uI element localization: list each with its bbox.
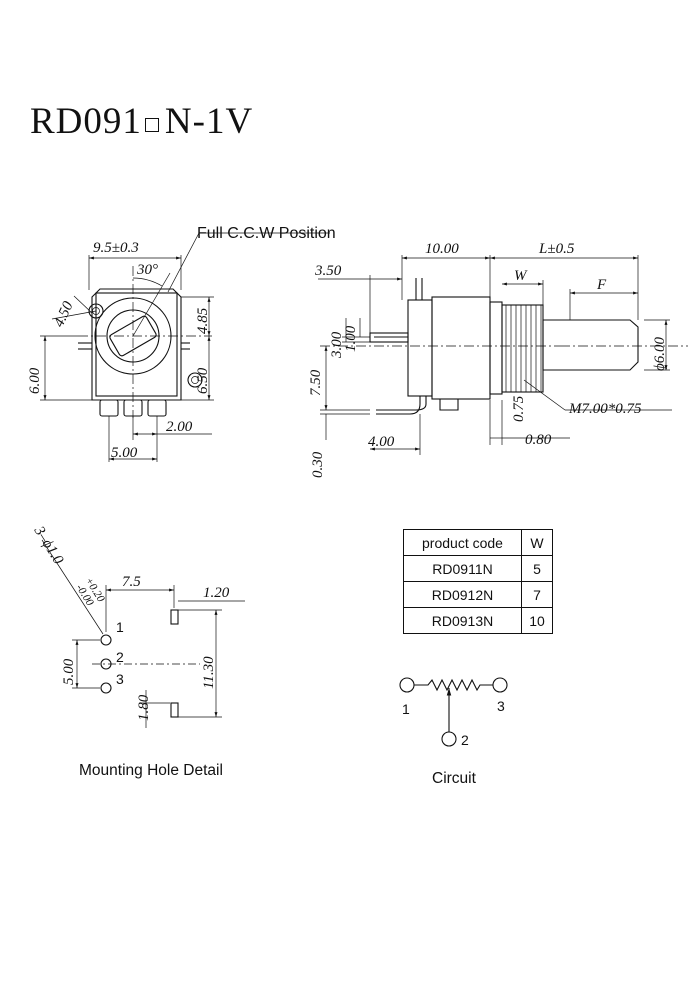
cell-code: RD0913N	[403, 607, 522, 634]
dim-left-label: 6.00	[27, 367, 43, 394]
dim-angle-label: 30°	[136, 262, 158, 278]
dim-width-label: 9.5±0.3	[93, 240, 139, 256]
side-top-tab	[415, 278, 423, 300]
side-flange	[489, 301, 503, 395]
dim-slot-span-label: 11.30	[201, 656, 217, 689]
circuit-terminal-3	[492, 677, 508, 693]
dim-diag-label: 4.50	[51, 299, 77, 330]
table-header-row: product code W	[403, 529, 553, 556]
product-code-table: product code W RD0911N 5 RD0912N 7 RD091…	[403, 529, 553, 634]
front-terminal-1	[99, 399, 119, 417]
dim-h1-label: 1.00	[343, 325, 359, 352]
table-row: RD0912N 7	[403, 581, 553, 608]
dim-hole-span-label: 5.00	[61, 658, 77, 685]
front-mount-hole-bottom-inner	[191, 376, 199, 384]
dim-slot-w-label: 1.20	[203, 585, 230, 601]
circuit-pin-1: 1	[402, 701, 410, 717]
front-terminal-3	[147, 399, 167, 417]
side-rear-cover	[407, 299, 433, 397]
dim-span-label: 5.00	[111, 445, 138, 461]
dim-slot-h-label: 1.80	[136, 694, 152, 721]
front-mount-hole-top	[88, 303, 104, 319]
cell-w: 10	[521, 607, 553, 634]
mounting-caption: Mounting Hole Detail	[79, 762, 223, 779]
dim-base-label: 4.00	[368, 434, 395, 450]
slot-top	[170, 609, 179, 625]
front-view: Full C.C.W Position 9.5±0.3 30° 4.50 4.8…	[27, 225, 336, 462]
cell-w: 7	[521, 581, 553, 608]
side-shaft	[542, 319, 639, 371]
dim-diag	[51, 310, 97, 320]
dim-h030-label: 0.30	[310, 451, 326, 478]
dim-dia-label: ϕ6.00	[652, 336, 668, 371]
dim-body-label: 10.00	[425, 241, 459, 257]
table-row: RD0911N 5	[403, 555, 553, 582]
ccw-leader	[167, 232, 200, 293]
hole-3	[100, 682, 112, 694]
front-mount-hole-top-inner	[92, 307, 100, 315]
dim-v075-label: 0.75	[511, 395, 527, 422]
dim-pin-offset-label: 3.50	[314, 263, 342, 279]
dim-gap-label: 0.80	[525, 432, 552, 448]
header-w: W	[521, 529, 553, 556]
holes-leader	[41, 539, 104, 635]
side-thread	[505, 305, 542, 392]
dim-w-label: W	[514, 268, 528, 284]
model-suffix: N-1V	[164, 101, 254, 142]
cell-code: RD0912N	[403, 581, 522, 608]
circuit-caption: Circuit	[432, 770, 477, 787]
dim-diag-ext	[73, 295, 93, 314]
circuit-terminal-2	[441, 731, 457, 747]
slot-bottom	[170, 702, 179, 718]
dim-right-bottom-label: 6.50	[195, 367, 211, 394]
side-body	[431, 296, 491, 400]
table-row: RD0913N 10	[403, 607, 553, 634]
model-code: RD091	[30, 101, 142, 142]
mount-pin-3: 3	[116, 671, 124, 687]
hole-1	[100, 634, 112, 646]
cell-w: 5	[521, 555, 553, 582]
dim-h3-label: 3.00	[329, 331, 345, 359]
circuit-terminal-1	[399, 677, 415, 693]
dim-f-label: F	[596, 277, 607, 293]
header-product-code: product code	[403, 529, 522, 556]
page-title: RD091 N-1V	[30, 100, 253, 143]
ccw-label: Full C.C.W Position	[197, 225, 336, 242]
side-view: 10.00 L±0.5 3.50 W F 3.00 1.00 7.50 0.30…	[308, 241, 688, 478]
angle-arc	[132, 277, 163, 287]
side-bushing	[501, 304, 544, 393]
dim-h-spacing-label: 7.5	[122, 574, 141, 590]
circuit-pin-3: 3	[497, 698, 505, 714]
variant-box	[144, 118, 159, 132]
circuit-pin-2: 2	[461, 732, 469, 748]
cell-code: RD0911N	[403, 555, 522, 582]
angle-ray	[132, 272, 171, 337]
dim-thread-label: M7.00*0.75	[568, 401, 642, 417]
mount-pin-1: 1	[116, 619, 124, 635]
side-bottom-tab	[439, 399, 459, 411]
mount-pin-2: 2	[116, 649, 124, 665]
dim-h75-label: 7.50	[308, 369, 324, 396]
dim-right-top-label: 4.85	[195, 307, 211, 334]
thread-leader	[523, 379, 566, 411]
circuit-resistor	[414, 678, 493, 692]
front-mount-hole-bottom	[187, 372, 203, 388]
circuit-diagram: 1 2 3 Circuit	[399, 677, 508, 787]
holes-label: 3–ϕ1.0	[30, 523, 66, 568]
mounting-hole-detail: 3–ϕ1.0 +0.20 -0.00 7.5 1.20 11.30 5.00 1…	[30, 523, 245, 779]
dim-shaft-len-label: L±0.5	[538, 241, 575, 257]
dim-pitch-label: 2.00	[166, 419, 193, 435]
side-terminal	[376, 396, 427, 415]
